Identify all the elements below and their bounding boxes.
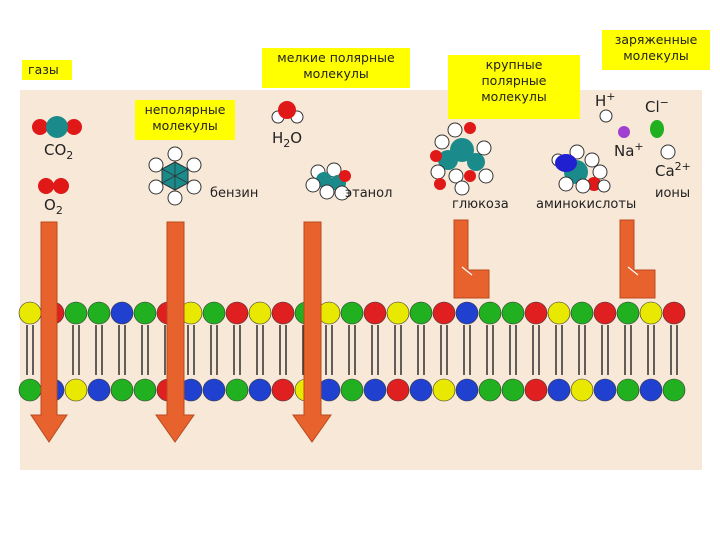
blocked-arrow-large-polar <box>453 219 490 299</box>
label-amino-acids: аминокислоты <box>536 197 637 212</box>
label-glucose: глюкоза <box>452 197 509 212</box>
lipid-head <box>547 301 571 325</box>
water-molecule-icon <box>271 101 304 124</box>
cl-ion-label: Cl− <box>645 96 669 116</box>
lipid-head <box>87 301 111 325</box>
lipid-head <box>616 301 640 325</box>
lipid-head <box>133 378 157 402</box>
arrow-nonpolar <box>155 221 195 443</box>
o2-molecule-icon <box>38 178 69 194</box>
label-small-polar: мелкие полярные молекулы <box>262 48 410 88</box>
h-ion-label: H+ <box>595 90 616 110</box>
label-large-polar: крупные полярные молекулы <box>448 55 580 119</box>
lipid-head <box>386 301 410 325</box>
lipid-head <box>271 378 295 402</box>
label-nonpolar: неполярные молекулы <box>135 100 235 140</box>
benzene-molecule-icon <box>148 146 202 206</box>
lipid-head <box>639 378 663 402</box>
co2-formula: CO2 <box>44 141 73 162</box>
lipid-head <box>570 378 594 402</box>
lipid-head <box>271 301 295 325</box>
label-gases: газы <box>22 60 72 80</box>
background-panel <box>20 90 702 470</box>
na-ion-label: Na+ <box>614 140 644 160</box>
lipid-head <box>524 301 548 325</box>
o2-formula: O2 <box>44 196 63 217</box>
arrow-small-polar <box>292 221 332 443</box>
label-charged: заряженные молекулы <box>602 30 710 70</box>
lipid-head <box>662 301 686 325</box>
lipid-head <box>225 301 249 325</box>
lipid-head <box>363 301 387 325</box>
lipid-head <box>110 301 134 325</box>
lipid-head <box>501 378 525 402</box>
lipid-head <box>18 301 42 325</box>
lipid-head <box>593 301 617 325</box>
lipid-heads-outer <box>18 301 686 325</box>
lipid-heads-inner <box>18 378 686 402</box>
lipid-head <box>18 378 42 402</box>
lipid-head <box>133 301 157 325</box>
lipid-head <box>409 301 433 325</box>
lipid-head <box>409 378 433 402</box>
glucose-molecule-icon <box>430 122 494 196</box>
lipid-head <box>202 378 226 402</box>
lipid-head <box>455 301 479 325</box>
label-ethanol: этанол <box>345 186 393 201</box>
lipid-head <box>593 378 617 402</box>
h2o-formula: H2O <box>272 129 302 150</box>
lipid-head <box>639 301 663 325</box>
label-ions: ионы <box>655 186 691 201</box>
lipid-head <box>478 301 502 325</box>
lipid-head <box>248 301 272 325</box>
lipid-head <box>248 378 272 402</box>
lipid-head <box>64 301 88 325</box>
lipid-head <box>570 301 594 325</box>
lipid-head <box>363 378 387 402</box>
lipid-head <box>547 378 571 402</box>
lipid-head <box>524 378 548 402</box>
lipid-head <box>225 378 249 402</box>
lipid-head <box>478 378 502 402</box>
lipid-head <box>340 378 364 402</box>
amino-acid-molecule-icon <box>551 144 611 194</box>
lipid-head <box>432 378 456 402</box>
lipid-head <box>386 378 410 402</box>
label-benzene: бензин <box>210 186 259 201</box>
ca-ion-label: Ca2+ <box>655 160 691 180</box>
lipid-head <box>87 378 111 402</box>
lipid-head <box>501 301 525 325</box>
lipid-head <box>662 378 686 402</box>
co2-molecule-icon <box>32 116 82 138</box>
arrow-gases <box>30 221 68 443</box>
lipid-head <box>64 378 88 402</box>
lipid-head <box>202 301 226 325</box>
blocked-arrow-charged <box>619 219 656 299</box>
lipid-head <box>455 378 479 402</box>
lipid-head <box>616 378 640 402</box>
ion-icons <box>599 109 676 160</box>
lipid-head <box>110 378 134 402</box>
lipid-head <box>340 301 364 325</box>
lipid-head <box>432 301 456 325</box>
ethanol-molecule-icon <box>305 162 351 201</box>
